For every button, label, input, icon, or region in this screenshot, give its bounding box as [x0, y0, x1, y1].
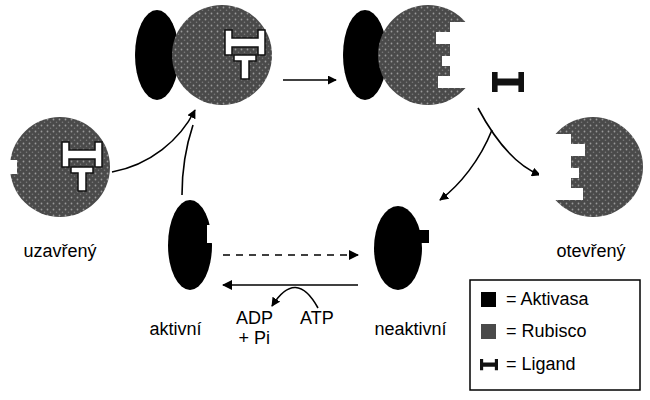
molecule-node: aktivní: [128, 195, 223, 340]
legend-text: = Aktivasa: [506, 289, 589, 309]
legend-swatch: [481, 324, 496, 339]
conversion-arrow: [223, 254, 358, 256]
activase-rubisco-complex: [135, 5, 272, 105]
activase-open-rubisco: [343, 5, 524, 105]
legend-frame: [470, 280, 640, 390]
molecule-node: uzavřený: [4, 112, 116, 262]
molecule-shape: [358, 200, 463, 310]
conversion-arrow: [223, 284, 358, 286]
state-label: neaktivní: [358, 318, 463, 340]
reaction-label: ADP + Pi: [236, 308, 273, 348]
legend-swatch: [481, 292, 496, 307]
molecule-shape: [535, 112, 647, 222]
state-label: otevřený: [535, 240, 647, 262]
molecule-shape: [128, 195, 223, 305]
legend-text: = Ligand: [506, 354, 576, 374]
molecule-shape: [4, 112, 116, 222]
flow-arrows: [112, 80, 540, 308]
state-label: uzavřený: [4, 240, 116, 262]
ligand-sample: [480, 359, 498, 370]
molecule-node: neaktivní: [358, 200, 463, 340]
reaction-label: ATP: [300, 308, 334, 328]
legend-text: = Rubisco: [506, 321, 587, 341]
state-label: aktivní: [128, 318, 223, 340]
molecule-node: otevřený: [535, 112, 647, 262]
